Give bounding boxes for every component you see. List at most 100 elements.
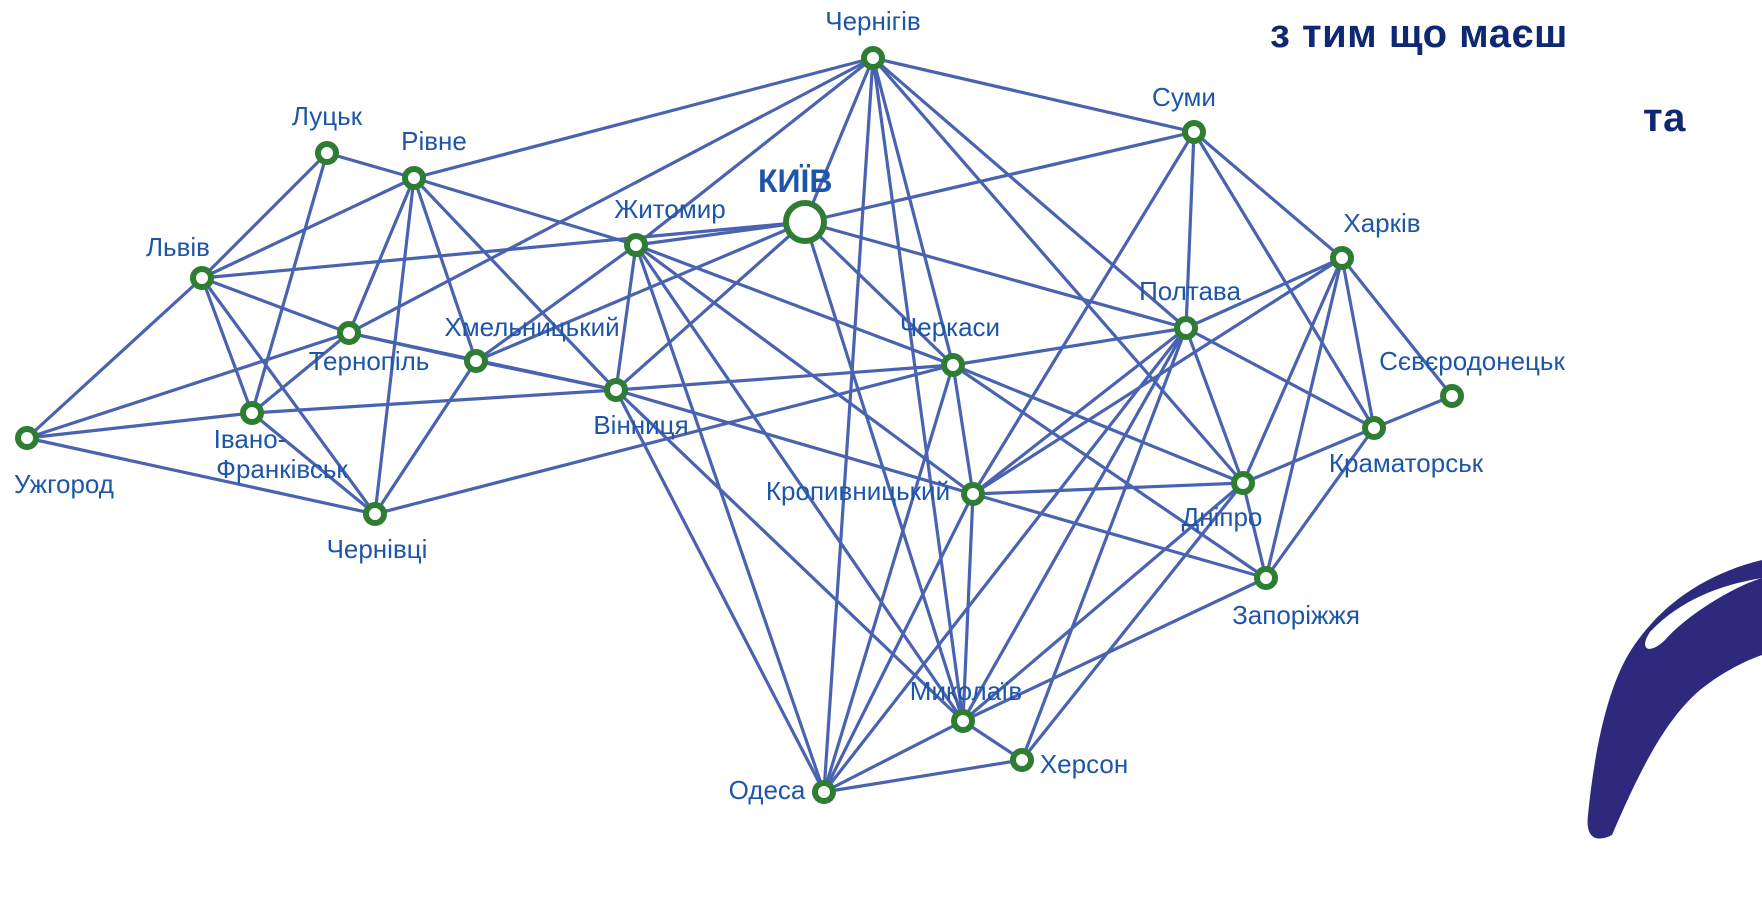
connection-khmelnytskyi-chernivtsi bbox=[373, 359, 478, 516]
city-label-mykolaiv: Миколаїв bbox=[910, 676, 1022, 706]
connection-sumy-kyiv bbox=[803, 130, 1196, 224]
city-label-ivano_frankivsk: Івано-Франківськ bbox=[214, 424, 349, 484]
connection-kharkiv-poltava bbox=[1184, 256, 1344, 330]
connection-kharkiv-zaporizhzhia bbox=[1264, 256, 1344, 580]
connection-kropyvnytskyi-odesa bbox=[822, 492, 975, 794]
city-label-kharkiv: Харків bbox=[1343, 208, 1420, 238]
connection-rivne-vinnytsia bbox=[412, 176, 618, 392]
connection-lviv-kyiv bbox=[200, 220, 807, 280]
city-node-kramatorsk bbox=[1362, 416, 1386, 440]
connection-chernivtsi-cherkasy bbox=[373, 363, 955, 516]
connection-poltava-odesa bbox=[822, 326, 1188, 794]
city-label-rivne: Рівне bbox=[401, 126, 467, 156]
city-node-odesa bbox=[812, 780, 836, 804]
city-node-kropyvnytskyi bbox=[961, 482, 985, 506]
connection-chernihiv-rivne bbox=[412, 56, 875, 180]
city-label-kherson: Херсон bbox=[1040, 749, 1128, 779]
connection-chernihiv-mykolaiv bbox=[871, 56, 965, 723]
connection-sumy-kropyvnytskyi bbox=[971, 130, 1196, 496]
connection-poltava-kherson bbox=[1020, 326, 1188, 762]
connection-chernihiv-cherkasy bbox=[871, 56, 955, 367]
connection-uzhhorod-ivano_frankivsk bbox=[25, 411, 254, 440]
connection-zhytomyr-cherkasy bbox=[634, 243, 955, 367]
connection-rivne-lviv bbox=[200, 176, 416, 280]
city-label-sumy: Суми bbox=[1152, 82, 1216, 112]
connection-cherkasy-dnipro bbox=[951, 363, 1245, 485]
headline-line-1: з тим що маєш bbox=[1270, 12, 1568, 56]
connection-rivne-zhytomyr bbox=[412, 176, 638, 247]
city-label-khmelnytskyi: Хмельницький bbox=[444, 312, 619, 342]
connection-sumy-kharkiv bbox=[1192, 130, 1344, 260]
city-label-chernivtsi: Чернівці bbox=[327, 534, 428, 564]
connection-mykolaiv-odesa bbox=[822, 719, 965, 794]
city-node-kyiv bbox=[783, 200, 827, 244]
city-node-khmelnytskyi bbox=[464, 349, 488, 373]
connection-kramatorsk-poltava bbox=[1184, 326, 1376, 430]
city-node-poltava bbox=[1174, 316, 1198, 340]
brush-stroke-decoration bbox=[1587, 560, 1762, 839]
connection-kyiv-vinnytsia bbox=[614, 220, 807, 392]
connection-lutsk-rivne bbox=[325, 151, 416, 180]
city-label-sievierodonetsk: Сєвєродонецьк bbox=[1379, 346, 1565, 376]
city-node-chernihiv bbox=[861, 46, 885, 70]
connection-vinnytsia-odesa bbox=[614, 388, 826, 794]
city-label-uzhhorod: Ужгород bbox=[14, 469, 114, 499]
connection-lviv-chernivtsi bbox=[200, 276, 377, 516]
connection-lutsk-ivano_frankivsk bbox=[250, 151, 329, 415]
city-label-zhytomyr: Житомир bbox=[614, 194, 725, 224]
connection-ivano_frankivsk-chernivtsi bbox=[250, 411, 377, 516]
connection-chernihiv-poltava bbox=[871, 56, 1188, 330]
connection-kyiv-mykolaiv bbox=[803, 220, 965, 723]
connection-dnipro-zaporizhzhia bbox=[1241, 481, 1268, 580]
connection-zhytomyr-vinnytsia bbox=[614, 243, 638, 392]
connection-zhytomyr-kropyvnytskyi bbox=[634, 243, 975, 496]
connection-ternopil-uzhhorod bbox=[25, 331, 351, 440]
city-node-ivano_frankivsk bbox=[240, 401, 264, 425]
city-node-uzhhorod bbox=[15, 426, 39, 450]
connection-kharkiv-sievierodonetsk bbox=[1340, 256, 1454, 398]
connection-lutsk-lviv bbox=[200, 151, 329, 280]
city-node-kherson bbox=[1010, 748, 1034, 772]
connection-kyiv-zhytomyr bbox=[634, 220, 807, 247]
connection-uzhhorod-chernivtsi bbox=[25, 436, 377, 516]
connection-kyiv-khmelnytskyi bbox=[474, 220, 807, 363]
connection-cherkasy-zaporizhzhia bbox=[951, 363, 1268, 580]
city-node-zhytomyr bbox=[624, 233, 648, 257]
city-label-lviv: Львів bbox=[146, 232, 210, 262]
connection-zaporizhzhia-mykolaiv bbox=[961, 576, 1268, 723]
connection-kyiv-cherkasy bbox=[803, 220, 955, 367]
connection-lviv-ternopil bbox=[200, 276, 351, 335]
connection-rivne-chernivtsi bbox=[373, 176, 416, 516]
connection-lviv-uzhhorod bbox=[25, 276, 204, 440]
connection-chernihiv-odesa bbox=[822, 56, 875, 794]
city-node-ternopil bbox=[337, 321, 361, 345]
connection-ivano_frankivsk-vinnytsia bbox=[250, 388, 618, 415]
city-node-cherkasy bbox=[941, 353, 965, 377]
city-node-chernivtsi bbox=[363, 502, 387, 526]
connection-dnipro-kherson bbox=[1020, 481, 1245, 762]
connection-rivne-khmelnytskyi bbox=[412, 176, 478, 363]
connection-chernihiv-sumy bbox=[871, 56, 1196, 134]
city-labels: КИЇВЧернігівСумиХарківЛуцькРівнеЛьвівЖит… bbox=[14, 6, 1565, 805]
city-label-chernihiv: Чернігів bbox=[825, 6, 920, 36]
connection-sievierodonetsk-kramatorsk bbox=[1372, 394, 1454, 430]
connection-cherkasy-poltava bbox=[951, 326, 1188, 367]
connection-kramatorsk-zaporizhzhia bbox=[1264, 426, 1376, 580]
city-node-kharkiv bbox=[1330, 246, 1354, 270]
city-label-kropyvnytskyi: Кропивницький bbox=[766, 476, 950, 506]
connection-vinnytsia-kropyvnytskyi bbox=[614, 388, 975, 496]
connection-chernihiv-zhytomyr bbox=[634, 56, 875, 247]
connection-kropyvnytskyi-zaporizhzhia bbox=[971, 492, 1268, 580]
connection-chernihiv-ternopil bbox=[347, 56, 875, 335]
connection-sumy-poltava bbox=[1184, 130, 1196, 330]
connection-kharkiv-dnipro bbox=[1241, 256, 1344, 485]
connection-cherkasy-kropyvnytskyi bbox=[951, 363, 975, 496]
city-node-vinnytsia bbox=[604, 378, 628, 402]
city-node-sievierodonetsk bbox=[1440, 384, 1464, 408]
city-node-dnipro bbox=[1231, 471, 1255, 495]
connection-dnipro-mykolaiv bbox=[961, 481, 1245, 723]
connection-lviv-ivano_frankivsk bbox=[200, 276, 254, 415]
connection-rivne-ternopil bbox=[347, 176, 416, 335]
city-node-lviv bbox=[190, 266, 214, 290]
